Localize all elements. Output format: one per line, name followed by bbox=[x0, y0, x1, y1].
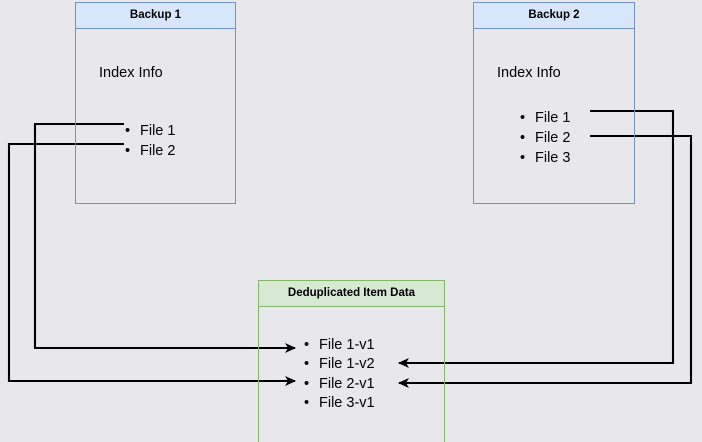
list-item[interactable]: File 1 bbox=[519, 108, 570, 128]
node-backup-2-title: Backup 2 bbox=[474, 3, 634, 29]
node-deduplicated-item-data[interactable]: Deduplicated Item Data File 1-v1 File 1-… bbox=[258, 280, 445, 442]
node-deduplicated-item-data-title: Deduplicated Item Data bbox=[259, 281, 444, 307]
node-deduplicated-item-data-body: File 1-v1 File 1-v2 File 2-v1 File 3-v1 bbox=[259, 307, 444, 442]
list-item[interactable]: File 3-v1 bbox=[303, 394, 375, 414]
node-backup-1-caption: Index Info bbox=[99, 64, 163, 81]
node-backup-1[interactable]: Backup 1 Index Info File 1 File 2 bbox=[75, 2, 236, 204]
node-backup-1-title: Backup 1 bbox=[76, 3, 235, 29]
node-backup-2[interactable]: Backup 2 Index Info File 1 File 2 File 3 bbox=[473, 2, 635, 204]
node-dedup-file-list: File 1-v1 File 1-v2 File 2-v1 File 3-v1 bbox=[303, 336, 375, 414]
list-item[interactable]: File 1 bbox=[124, 121, 175, 141]
node-backup-2-caption: Index Info bbox=[497, 64, 561, 81]
list-item[interactable]: File 2 bbox=[519, 128, 570, 148]
node-backup-2-file-list: File 1 File 2 File 3 bbox=[519, 108, 570, 168]
list-item[interactable]: File 3 bbox=[519, 148, 570, 168]
list-item[interactable]: File 1-v1 bbox=[303, 336, 375, 356]
list-item[interactable]: File 2 bbox=[124, 141, 175, 161]
list-item[interactable]: File 2-v1 bbox=[303, 375, 375, 395]
node-backup-1-body: Index Info File 1 File 2 bbox=[76, 29, 235, 204]
node-backup-2-body: Index Info File 1 File 2 File 3 bbox=[474, 29, 634, 204]
list-item[interactable]: File 1-v2 bbox=[303, 355, 375, 375]
node-backup-1-file-list: File 1 File 2 bbox=[124, 121, 175, 161]
